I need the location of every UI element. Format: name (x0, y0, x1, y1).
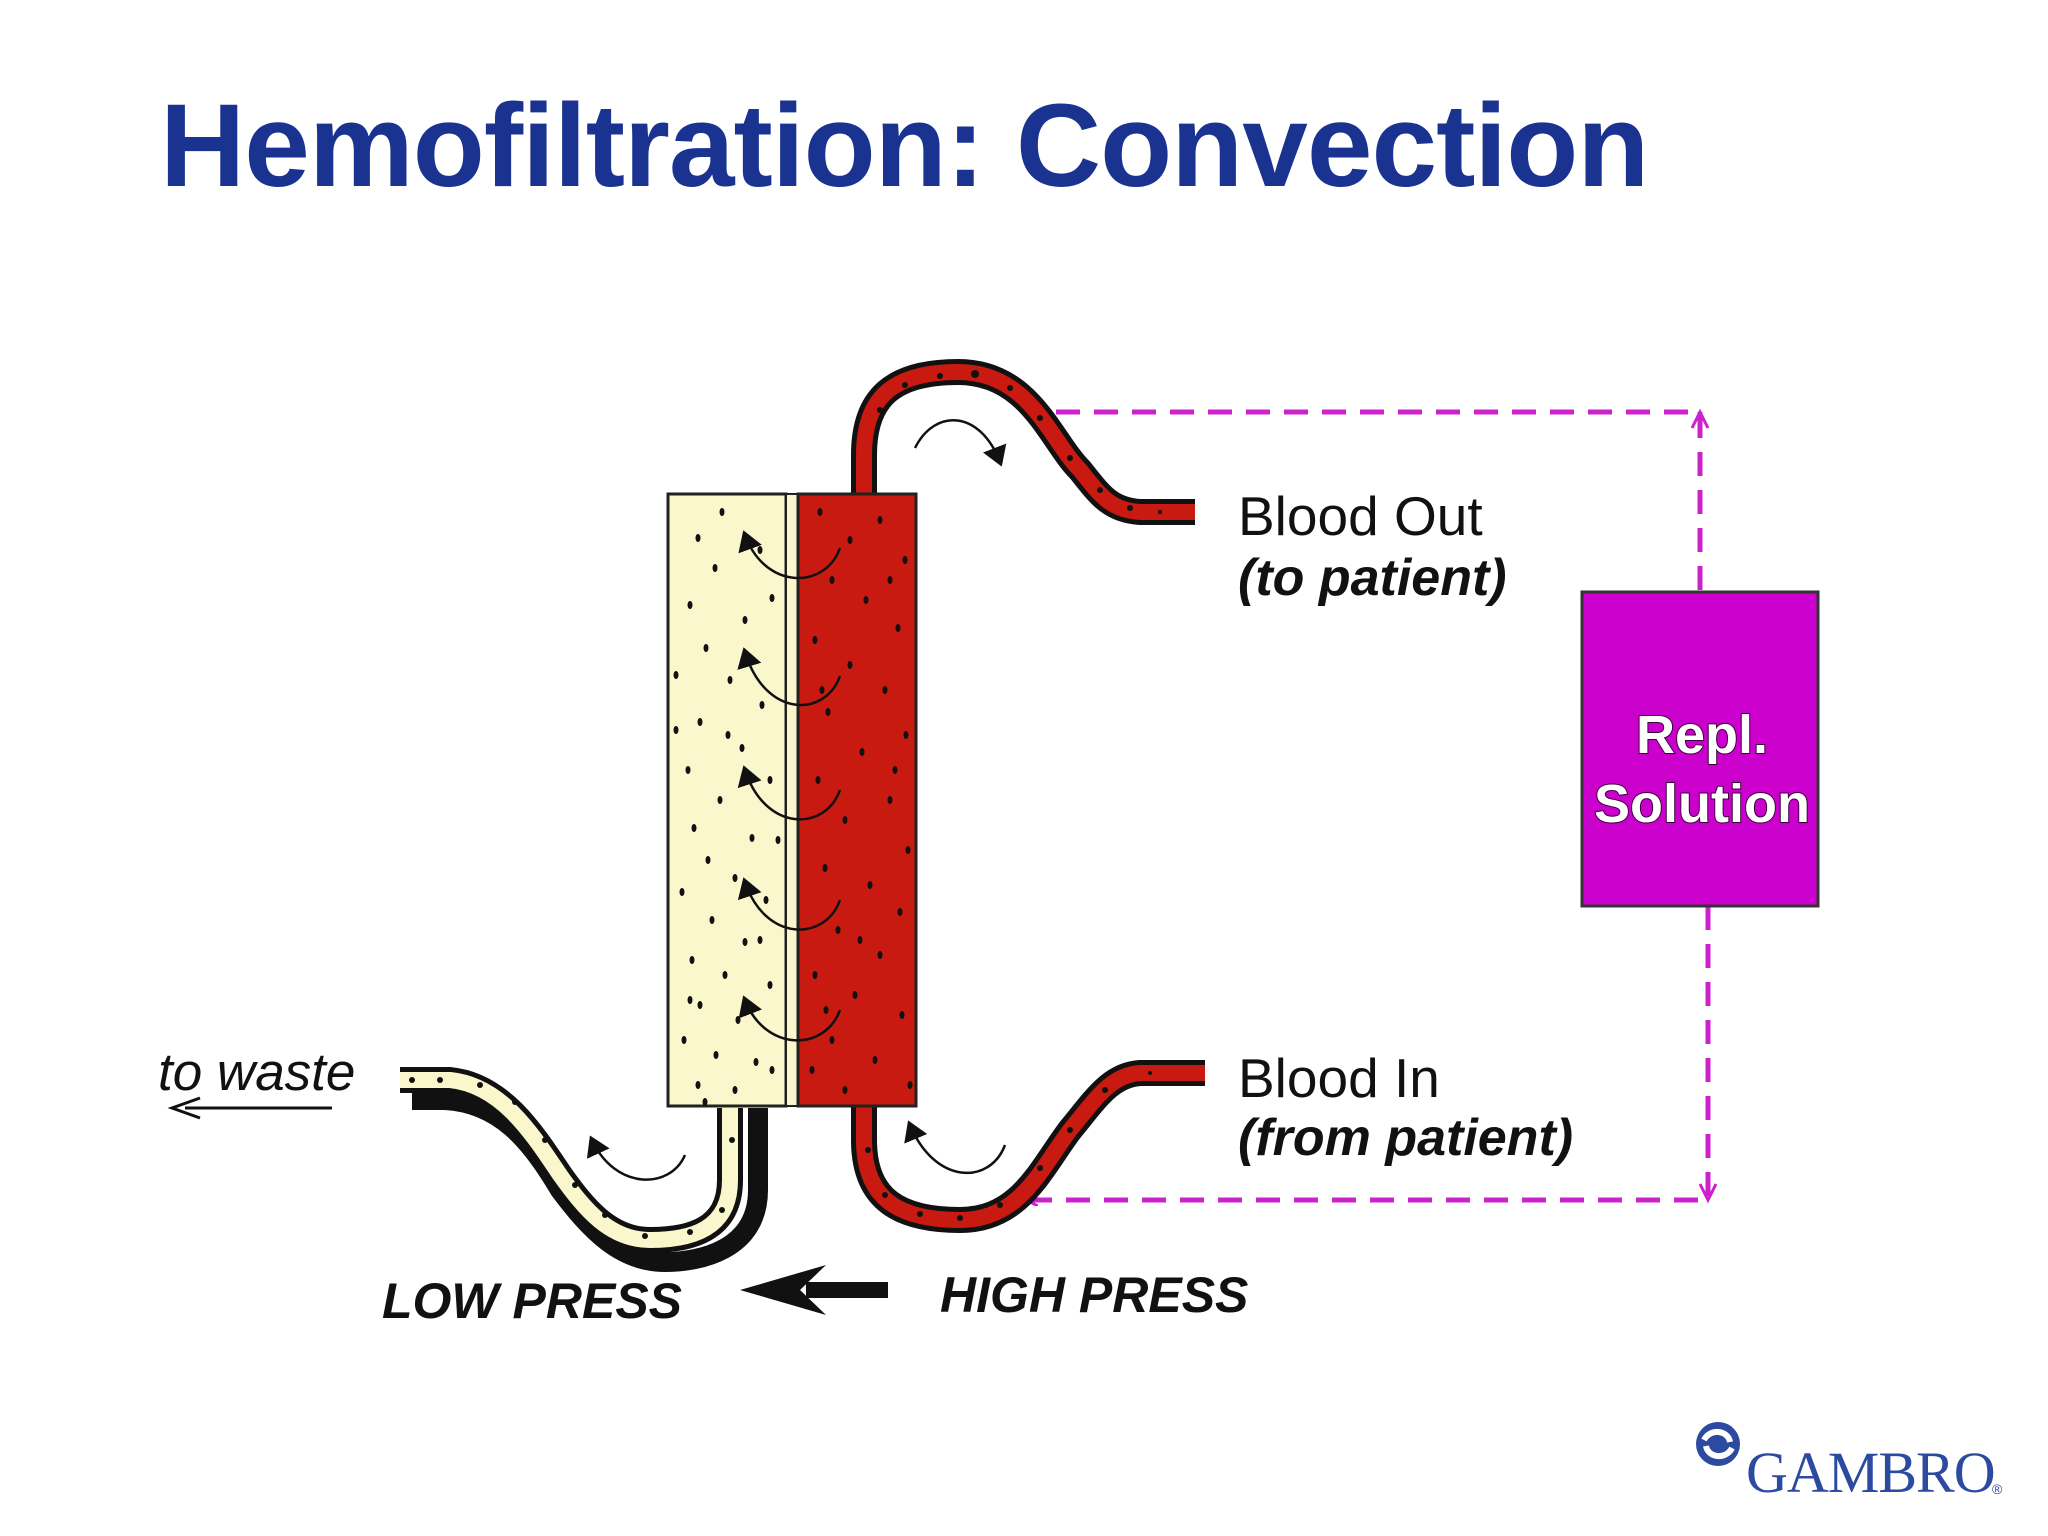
repl-label-line1: Repl. (1636, 705, 1768, 765)
repl-to-blood-out-line (1040, 412, 1703, 590)
membrane (785, 493, 799, 1107)
arrow-down-icon (1698, 1183, 1718, 1204)
blood-out-tube (851, 358, 1195, 525)
blood-compartment (796, 492, 918, 1108)
filtrate-particles (673, 508, 781, 1106)
gambro-swirl-icon (1696, 1422, 1740, 1466)
replacement-solution-box: Repl. Solution (1580, 590, 1820, 908)
repl-to-blood-in-line (1030, 906, 1711, 1200)
high-pressure-label: HIGH PRESS (940, 1267, 1248, 1323)
blood-in-sublabel: (from patient) (1238, 1109, 1573, 1167)
convection-arrow-icon (737, 647, 842, 707)
waste-arrow-icon (167, 1096, 332, 1120)
registered-mark: ® (1992, 1481, 2003, 1497)
flow-arrow-icon (913, 418, 1007, 467)
blood-out-sublabel: (to patient) (1238, 549, 1507, 607)
slide-title: Hemofiltration: Convection (160, 80, 1649, 212)
blood-particles (809, 508, 913, 1094)
arrow-up-icon (1690, 408, 1710, 429)
filter-cartridge (666, 492, 918, 1108)
gambro-logo-text: GAMBRO (1746, 1440, 1995, 1505)
convection-arrow-icon (738, 530, 842, 580)
to-waste-label: to waste (158, 1043, 355, 1102)
flow-arrow-icon (586, 1135, 687, 1181)
blood-in-tube (851, 1060, 1205, 1234)
filtrate-compartment (666, 492, 788, 1108)
flow-arrow-icon (904, 1120, 1007, 1175)
gambro-logo: GAMBRO ® (1696, 1422, 2003, 1505)
blood-out-label: Blood Out (1238, 485, 1483, 547)
convection-arrow-icon (737, 877, 842, 931)
convection-arrow-icon (738, 995, 842, 1042)
pressure-gradient-arrow-icon (740, 1265, 888, 1315)
blood-in-label: Blood In (1238, 1047, 1440, 1109)
waste-tube (400, 1067, 768, 1273)
convection-arrows (737, 530, 842, 1042)
convection-arrow-icon (737, 765, 842, 821)
low-pressure-label: LOW PRESS (382, 1273, 682, 1329)
repl-label-line2: Solution (1594, 774, 1810, 834)
